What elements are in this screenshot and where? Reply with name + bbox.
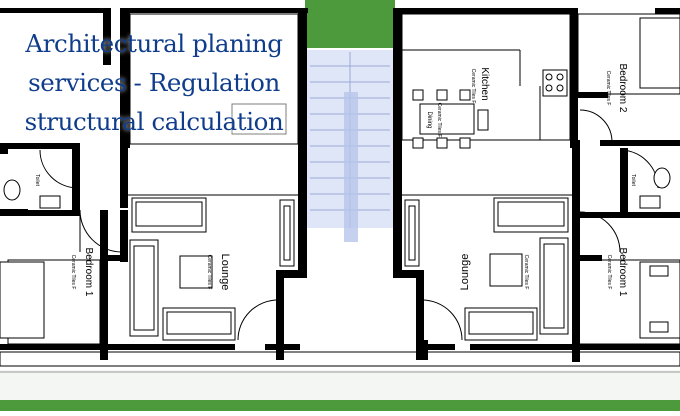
left-lounge-furniture xyxy=(129,197,295,341)
walls xyxy=(0,8,680,362)
room-label-bedroom1-right: Bedroom 1 xyxy=(617,248,628,297)
floor-finish-kitchen: Ceramic Tiles F xyxy=(470,69,476,104)
room-label-bedroom1-left: Bedroom 1 xyxy=(83,248,94,297)
grass-top xyxy=(305,0,395,48)
paving-bottom xyxy=(0,370,680,400)
toilet-fixtures xyxy=(3,167,671,209)
door-swings xyxy=(39,109,659,341)
floor-finish-dining: Ceramic Tiles F xyxy=(436,103,442,138)
headline-line-3: structural calculation xyxy=(24,107,284,136)
room-label-toilet-right: Toilet xyxy=(630,174,636,186)
interior-lines xyxy=(0,13,680,367)
room-label-toilet-left: Toilet xyxy=(34,174,40,186)
headline-line-2: services - Regulation xyxy=(28,68,280,97)
room-label-lounge-left: Lounge xyxy=(219,254,231,291)
floor-finish-bedroom2: Ceramic Tiles F xyxy=(605,71,611,106)
room-label-kitchen: Kitchen xyxy=(479,67,490,100)
kitchen-furniture xyxy=(231,69,568,149)
grass-bottom xyxy=(0,400,680,411)
floor-finish-bedroom1-left: Ceramic Tiles F xyxy=(70,255,76,290)
floor-finish-left: Ceramic Tiles F xyxy=(206,255,212,290)
floor-finish-right: Ceramic Tiles F xyxy=(523,255,529,290)
headline-line-1: Architectural planing xyxy=(25,29,283,58)
floor-finish-bedroom1-right: Ceramic Tiles F xyxy=(606,255,612,290)
room-label-dining: Dining xyxy=(426,111,432,128)
headline-overlay: Architectural planing services - Regulat… xyxy=(4,24,304,141)
room-label-lounge-right: Lounge xyxy=(459,254,471,291)
beds xyxy=(0,17,680,339)
room-label-bedroom2: Bedroom 2 xyxy=(617,64,628,113)
right-lounge-furniture xyxy=(404,197,569,341)
